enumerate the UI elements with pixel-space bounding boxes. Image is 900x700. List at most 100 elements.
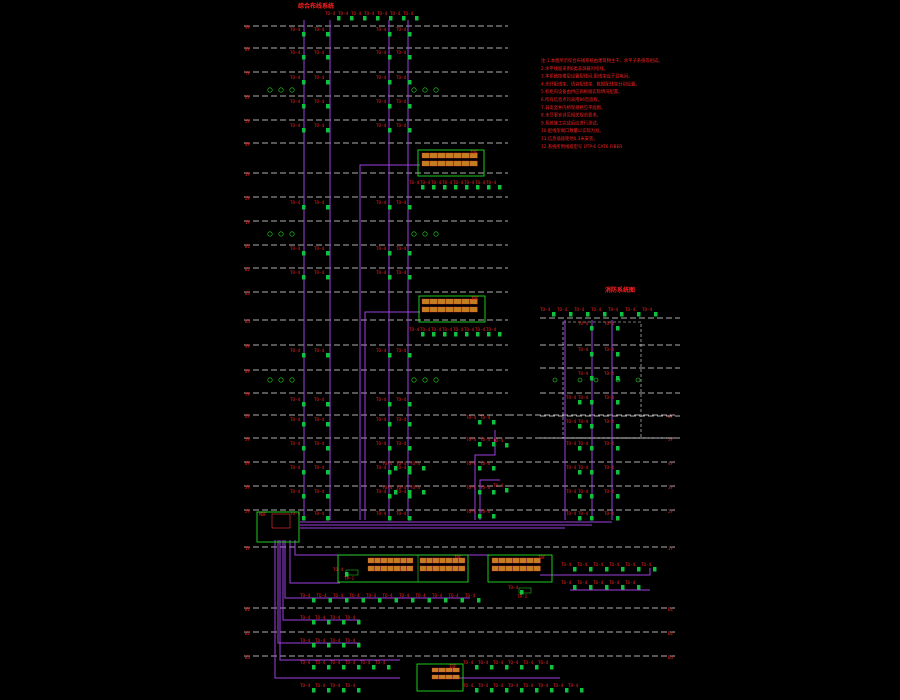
patch-port [406, 565, 414, 572]
patch-port [452, 667, 460, 673]
outlet-icon [408, 422, 412, 427]
outlet-label: TO-4 [410, 485, 421, 490]
outlet-icon [388, 104, 392, 109]
outlet-label: TO-4 [290, 246, 301, 251]
patch-port [453, 160, 462, 167]
outlet-label: TO-4 [376, 270, 387, 275]
outlet-label: TO-4 [566, 441, 577, 446]
outlet-label: TO-4 [523, 683, 534, 688]
outlet-icon [605, 585, 609, 590]
ap-icon [267, 87, 273, 93]
outlet-icon [578, 446, 582, 451]
outlet-icon [492, 420, 496, 425]
patch-port [505, 565, 513, 572]
note-line: 12.系统所用线缆型号 UTP-6 CAT6 FIBER [541, 143, 622, 150]
outlet-icon [408, 516, 412, 521]
outlet-label: TO-4 [478, 683, 489, 688]
floor-mark: 6F [245, 95, 251, 100]
outlet-icon [590, 470, 594, 475]
outlet-label: TO-4 [475, 180, 486, 185]
outlet-label: TO-4 [396, 417, 407, 422]
outlet-icon [363, 16, 367, 21]
floor-mark: B3 [245, 291, 251, 296]
outlet-icon [590, 326, 594, 331]
outlet-label: TO-4 [578, 321, 589, 326]
outlet-label: TO-4 [480, 415, 491, 420]
outlet-icon [389, 16, 393, 21]
patch-port [491, 565, 499, 572]
patch-port [498, 565, 506, 572]
patch-cabinet [487, 554, 553, 583]
outlet-icon [326, 32, 330, 37]
outlet-label: TO-4 [608, 307, 619, 312]
floor-mark: 4F [668, 461, 674, 466]
outlet-label: TO-4 [375, 660, 386, 665]
outlet-label: TO-4 [396, 200, 407, 205]
patch-port [512, 565, 520, 572]
patch-port [421, 152, 430, 159]
cabinet-label: IDF [454, 555, 462, 560]
outlet-icon [408, 104, 412, 109]
outlet-label: TO-4 [604, 489, 615, 494]
outlet-icon [302, 516, 306, 521]
ap-icon [411, 377, 417, 383]
outlet-icon [590, 516, 594, 521]
ap-icon [278, 87, 284, 93]
outlet-label: TO-4 [376, 200, 387, 205]
patch-port [374, 565, 381, 572]
ap-icon [422, 231, 428, 237]
patch-port [421, 306, 430, 313]
patch-port [445, 306, 454, 313]
patch-port [387, 557, 394, 564]
outlet-label: TO-4 [345, 638, 356, 643]
outlet-label: TO-4 [577, 562, 588, 567]
outlet-icon [302, 205, 306, 210]
outlet-label: TO-4 [578, 441, 589, 446]
floor-mark: 1F [245, 546, 251, 551]
outlet-icon [394, 466, 398, 471]
outlet-icon [357, 688, 361, 693]
outlet-icon [326, 494, 330, 499]
outlet-label: TO-4 [486, 180, 497, 185]
outlet-label: TO-4 [609, 580, 620, 585]
tag-label: TP-1 [517, 594, 528, 599]
patch-port [491, 557, 499, 564]
outlet-label: TO-4 [376, 75, 387, 80]
outlet-label: TO-4 [591, 307, 602, 312]
outlet-icon [388, 516, 392, 521]
patch-port [505, 557, 513, 564]
floor-mark: B2 [668, 631, 674, 636]
outlet-label: TO-4 [317, 593, 328, 598]
floor-mark: 4F [245, 142, 251, 147]
ap-icon [289, 231, 295, 237]
patch-port [533, 557, 541, 564]
outlet-icon [408, 128, 412, 133]
outlet-icon [578, 424, 582, 429]
outlet-icon [578, 400, 582, 405]
ap-icon [593, 377, 599, 383]
outlet-icon [372, 665, 376, 670]
outlet-icon [302, 494, 306, 499]
outlet-icon [326, 80, 330, 85]
outlet-label: TO-4 [314, 99, 325, 104]
floor-mark: B1 [668, 607, 674, 612]
outlet-label: TO-4 [300, 638, 311, 643]
outlet-label: TO-4 [578, 489, 589, 494]
outlet-label: TO-4 [557, 307, 568, 312]
outlet-icon [476, 185, 480, 190]
outlet-label: TO-4 [403, 11, 414, 16]
outlet-icon [492, 514, 496, 519]
patch-port [445, 674, 453, 680]
floor-mark: 1F [668, 546, 674, 551]
outlet-icon [490, 688, 494, 693]
outlet-label: TO-4 [330, 660, 341, 665]
outlet-icon [312, 688, 316, 693]
outlet-label: TO-4 [314, 75, 325, 80]
note-line: 5.机柜内设备由供应商根据实际情况配置。 [541, 88, 622, 95]
patch-port [445, 152, 454, 159]
outlet-label: TO-4 [578, 465, 589, 470]
outlet-label: TO-4 [325, 11, 336, 16]
patch-port [461, 298, 470, 305]
outlet-icon [589, 585, 593, 590]
